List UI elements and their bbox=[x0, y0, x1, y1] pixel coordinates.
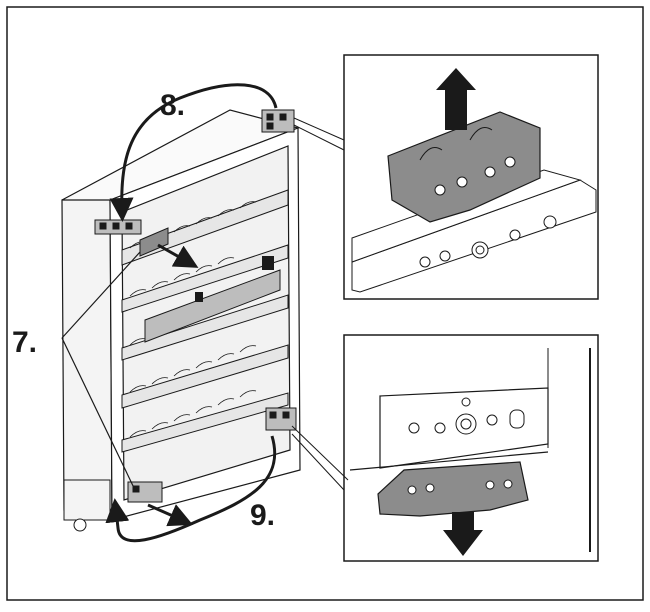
cover-panel-top bbox=[139, 227, 169, 257]
bottom-bracket-detail bbox=[377, 461, 529, 517]
display-icon bbox=[262, 256, 274, 270]
shelf bbox=[121, 244, 289, 313]
detail-top-panel bbox=[293, 54, 599, 300]
wine-shelves bbox=[121, 189, 289, 453]
step8-arrow bbox=[109, 83, 278, 222]
plinth bbox=[63, 479, 111, 532]
step-label-8: 8. bbox=[160, 89, 185, 122]
top-bracket-right bbox=[261, 109, 295, 133]
step7-pointers bbox=[61, 251, 141, 491]
top-bracket-detail bbox=[387, 111, 541, 223]
control-panel bbox=[144, 269, 281, 343]
shelf bbox=[121, 392, 289, 453]
bottom-bracket-left bbox=[127, 481, 163, 503]
shelf bbox=[121, 344, 289, 409]
step-label-9: 9. bbox=[250, 499, 275, 532]
step7-arrow-bottom bbox=[147, 503, 193, 527]
down-arrow-icon bbox=[443, 512, 483, 556]
detail-bottom-panel bbox=[291, 334, 599, 562]
bottom-bracket-right bbox=[265, 407, 297, 431]
door-handle-icon bbox=[195, 292, 203, 302]
step7-arrow-top bbox=[157, 243, 199, 268]
up-arrow-icon bbox=[436, 68, 476, 130]
cabinet-side-panel bbox=[61, 191, 113, 521]
step9-arrow bbox=[105, 435, 277, 543]
step-label-7: 7. bbox=[12, 326, 37, 359]
top-bracket-left bbox=[94, 219, 142, 235]
shelf bbox=[121, 294, 289, 361]
